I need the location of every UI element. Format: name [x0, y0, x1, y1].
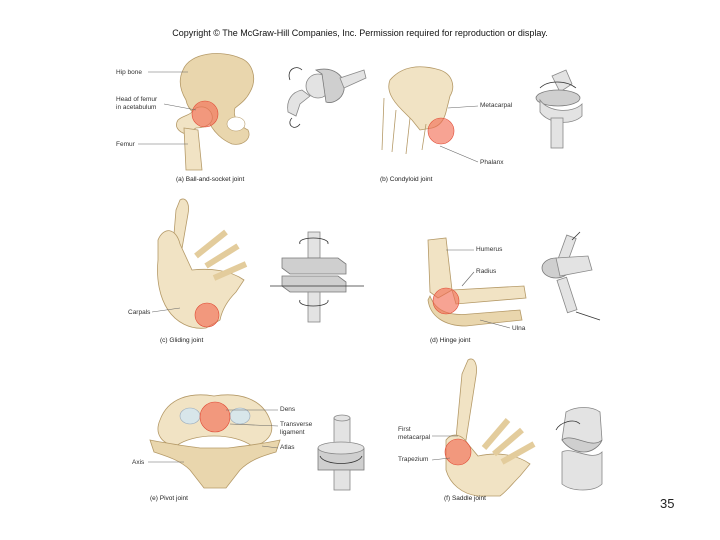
panel-hinge: Humerus Radius Ulna (d) Hinge joint — [427, 231, 601, 344]
label-axis: Axis — [132, 459, 145, 466]
caption-ball-and-socket: (a) Ball-and-socket joint — [176, 176, 244, 183]
hinge-arrow-top — [571, 231, 581, 241]
finger-c2 — [204, 243, 240, 269]
pivot-highlight — [199, 401, 231, 433]
atlas-facet-right — [229, 407, 251, 425]
femur-shaft — [183, 127, 203, 171]
finger-b1 — [381, 97, 385, 151]
label-in-acetabulum: in acetabulum — [116, 104, 156, 111]
finger-f2 — [492, 427, 524, 457]
saddle-highlight — [444, 438, 472, 466]
socket-rod — [339, 69, 367, 89]
rotation-arrow-f — [555, 420, 581, 431]
leader-ulna — [479, 319, 511, 329]
label-first: First — [398, 426, 411, 433]
gliding-plate-top — [281, 257, 347, 275]
panel-pivot: Dens Transverse ligament Atlas Axis (e) … — [132, 394, 365, 502]
hinge-arrow-bottom — [575, 311, 601, 321]
caption-gliding: (c) Gliding joint — [160, 337, 204, 344]
condyloid-highlight — [427, 117, 455, 145]
condyloid-socket — [539, 98, 583, 123]
finger-b3 — [405, 117, 411, 155]
pivot-rod-cap — [333, 414, 351, 422]
hinge-socket — [555, 255, 593, 277]
gliding-highlight — [194, 302, 220, 328]
caption-pivot: (e) Pivot joint — [150, 495, 188, 502]
finger-c3 — [212, 261, 248, 281]
panel-gliding: Carpals (c) Gliding joint — [128, 198, 364, 344]
rotation-arrow-c1 — [299, 237, 329, 245]
hand-bones-b — [388, 66, 454, 131]
panel-saddle: First metacarpal Trapezium (f) Saddle jo… — [398, 358, 603, 502]
atlas-facet-left — [179, 407, 201, 425]
socket-model — [314, 68, 345, 103]
finger-f1 — [481, 418, 511, 450]
rotation-arrow-c2 — [299, 299, 329, 307]
leader-carpals — [151, 307, 181, 313]
label-metacarpal: Metacarpal — [480, 102, 513, 109]
thumb-f — [455, 358, 477, 441]
pivot-rod-bottom — [333, 469, 351, 491]
saddle-interface — [561, 437, 603, 453]
saddle-bottom — [561, 450, 603, 491]
leader-head-of-femur — [163, 103, 197, 111]
label-radius: Radius — [476, 268, 497, 275]
finger-b2 — [391, 109, 397, 153]
label-ligament: ligament — [280, 429, 305, 436]
hinge-highlight — [432, 287, 460, 315]
label-atlas: Atlas — [280, 444, 295, 451]
page-number: 35 — [660, 496, 675, 511]
leader-trapezium — [431, 457, 451, 461]
rotation-arrow-a2 — [289, 117, 301, 128]
rotation-arrow-a1 — [288, 67, 303, 81]
label-humerus: Humerus — [476, 246, 503, 253]
radius-illustration — [451, 285, 527, 305]
condyloid-rod-bottom — [550, 117, 564, 149]
axis-illustration — [149, 439, 281, 489]
ball-rod — [287, 89, 311, 117]
leader-phalanx — [439, 145, 479, 163]
label-femur: Femur — [116, 141, 136, 148]
label-dens: Dens — [280, 406, 296, 413]
label-head-of-femur: Head of femur — [116, 96, 158, 103]
finger-c1 — [194, 229, 228, 259]
hand-bones-c — [157, 230, 245, 329]
panel-condyloid: Metacarpal Phalanx (b) Condyloid joint — [380, 66, 583, 183]
label-metacarpal-f: metacarpal — [398, 434, 431, 441]
label-trapezium: Trapezium — [398, 456, 428, 463]
label-carpals: Carpals — [128, 309, 151, 316]
panel-ball-and-socket: Hip bone Head of femur in acetabulum Fem… — [116, 53, 367, 183]
leader-radius — [461, 271, 475, 287]
head-of-femur-highlight — [191, 100, 219, 128]
gliding-rod-bottom — [307, 291, 321, 323]
caption-condyloid: (b) Condyloid joint — [380, 176, 433, 183]
gliding-rod-top — [307, 231, 321, 259]
leader-atlas — [261, 445, 279, 449]
condyloid-ellipsoid — [535, 89, 581, 107]
label-ulna: Ulna — [512, 325, 526, 332]
obturator-foramen — [226, 116, 246, 132]
condyloid-rod-top — [551, 69, 573, 93]
rotation-arrow-b1 — [539, 81, 577, 89]
finger-f3 — [500, 441, 536, 465]
leader-transverse-ligament — [229, 423, 279, 427]
hinge-rod-bottom — [556, 276, 578, 314]
label-phalanx: Phalanx — [480, 159, 504, 166]
copyright-notice: Copyright © The McGraw-Hill Companies, I… — [172, 28, 548, 38]
leader-metacarpal — [447, 105, 479, 109]
pivot-ring-top — [317, 441, 365, 455]
rotation-arrow-e — [319, 455, 363, 464]
label-hip-bone: Hip bone — [116, 69, 142, 76]
gliding-plate-bottom — [281, 275, 347, 293]
caption-hinge: (d) Hinge joint — [430, 337, 471, 344]
label-transverse: Transverse — [280, 421, 313, 428]
caption-saddle: (f) Saddle joint — [444, 495, 486, 502]
finger-b4 — [421, 123, 427, 151]
